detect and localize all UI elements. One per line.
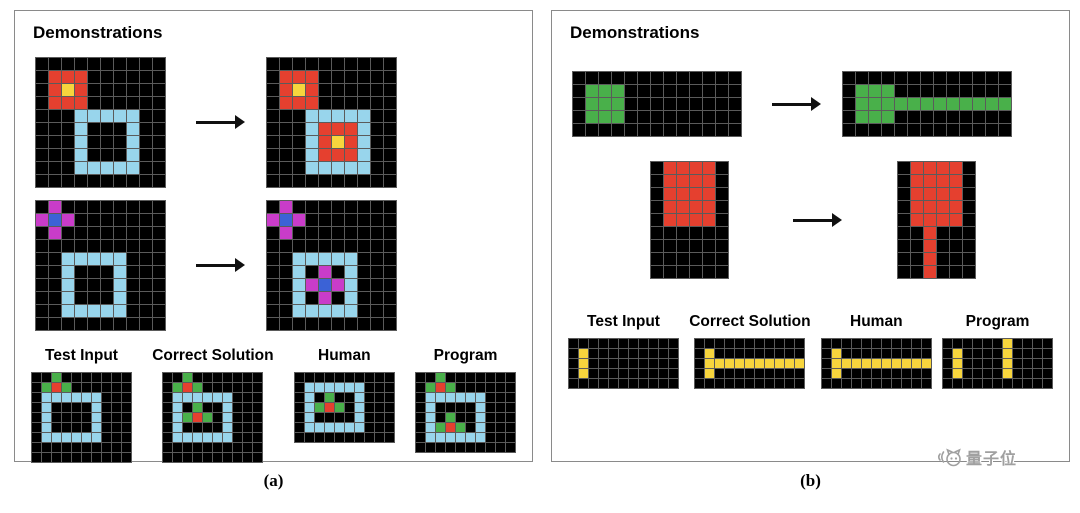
program-answer-grid-b <box>941 338 1053 389</box>
demo1-output-grid-a <box>266 57 397 188</box>
demo-pair-1-b <box>572 71 1053 137</box>
arc-tasks-figure: Demonstrations Test Input Correct Soluti… <box>14 10 1070 491</box>
test-input-label: Test Input <box>45 347 118 364</box>
demonstrations-title-b: Demonstrations <box>570 23 700 42</box>
correct-solution-grid-a <box>162 372 264 463</box>
human-column-b: Human <box>820 313 932 389</box>
correct-solution-grid-b <box>694 338 806 389</box>
demo2-output-grid-b <box>896 161 976 279</box>
human-answer-grid-b <box>820 338 932 389</box>
demo2-input-grid-b <box>649 161 729 279</box>
qbitai-watermark: 量子位 <box>937 445 1017 469</box>
panel-a: Demonstrations Test Input Correct Soluti… <box>14 10 533 491</box>
qbitai-watermark-text: 量子位 <box>965 451 1017 468</box>
human-column-a: Human <box>293 347 395 443</box>
demo1-output-grid-b <box>842 71 1012 137</box>
test-area-a: Test Input Correct Solution Human Progra… <box>31 347 516 463</box>
test-input-column-a: Test Input <box>31 347 132 463</box>
correct-solution-column-a: Correct Solution <box>152 347 274 463</box>
correct-solution-column-b: Correct Solution <box>689 313 811 389</box>
program-answer-grid-a <box>414 372 516 453</box>
demo-pair-1-a <box>35 57 516 188</box>
qbitai-logo-icon <box>937 448 961 467</box>
program-column-b: Program <box>941 313 1053 389</box>
program-label: Program <box>433 347 498 364</box>
test-input-grid-b <box>568 338 679 389</box>
panel-b-box: Demonstrations Test Input Correct Soluti… <box>551 10 1070 468</box>
demo-pair-2-b <box>572 161 1053 279</box>
human-label: Human <box>850 313 903 330</box>
caption-a: (a) <box>263 471 284 490</box>
right-arrow-icon <box>772 96 821 111</box>
correct-solution-label: Correct Solution <box>689 313 811 330</box>
demo1-input-grid-a <box>35 57 166 188</box>
right-arrow-icon <box>196 115 245 129</box>
human-label: Human <box>318 347 371 364</box>
demonstrations-title-a: Demonstrations <box>33 23 163 42</box>
test-input-grid-a <box>31 372 132 463</box>
human-answer-grid-a <box>293 372 395 443</box>
test-area-b: Test Input Correct Solution Human Progra… <box>568 313 1053 389</box>
test-input-label: Test Input <box>587 313 660 330</box>
demo2-input-grid-a <box>35 200 166 331</box>
demo2-output-grid-a <box>266 200 397 331</box>
right-arrow-icon <box>196 258 245 272</box>
program-column-a: Program <box>414 347 516 453</box>
test-input-column-b: Test Input <box>568 313 679 389</box>
panel-b: Demonstrations Test Input Correct Soluti… <box>551 10 1070 491</box>
correct-solution-label: Correct Solution <box>152 347 274 364</box>
right-arrow-icon <box>792 212 842 227</box>
demo1-input-grid-b <box>572 71 742 137</box>
caption-b: (b) <box>800 471 821 490</box>
panel-a-box: Demonstrations Test Input Correct Soluti… <box>14 10 533 463</box>
demo-pair-2-a <box>35 200 516 331</box>
program-label: Program <box>965 313 1030 330</box>
